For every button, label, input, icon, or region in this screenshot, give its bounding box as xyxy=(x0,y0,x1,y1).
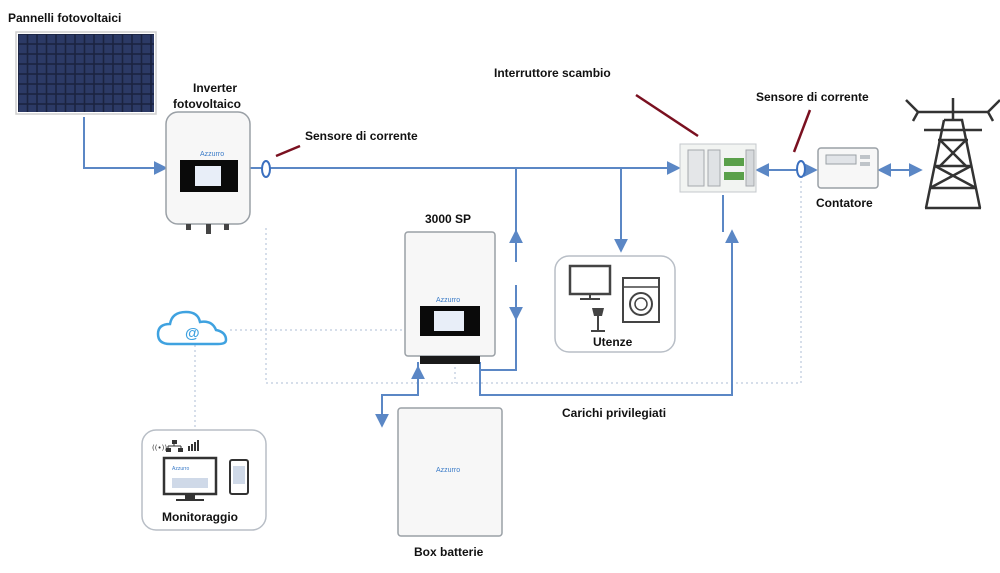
label-contatore: Contatore xyxy=(816,196,873,210)
wire-bus-down-to-sp xyxy=(480,300,517,371)
label-3000sp: 3000 SP xyxy=(425,212,471,226)
label-sensore-left: Sensore di corrente xyxy=(305,129,418,143)
label-pannelli: Pannelli fotovoltaici xyxy=(8,11,121,25)
washing-machine-icon xyxy=(622,277,660,323)
network-icon xyxy=(166,440,183,452)
signal-bars-icon xyxy=(188,440,199,451)
label-box-batterie: Box batterie xyxy=(414,545,484,559)
label-carichi: Carichi privilegiati xyxy=(562,406,666,420)
battery-logo: Azzurro xyxy=(436,467,460,474)
label-utenze: Utenze xyxy=(593,335,633,349)
battery-box: Azzurro Box batterie xyxy=(397,407,503,559)
meter: Contatore xyxy=(816,147,879,210)
wire-privileged xyxy=(479,229,739,396)
inverter-logo: Azzurro xyxy=(200,151,224,158)
sp3000-unit: Azzurro 3000 SP xyxy=(404,212,496,364)
label-inverter-2: fotovoltaico xyxy=(173,97,241,111)
current-sensor-right: Sensore di corrente xyxy=(756,90,869,178)
smartphone-icon xyxy=(229,459,249,495)
label-monitoraggio: Monitoraggio xyxy=(162,510,238,524)
label-interruttore: Interruttore scambio xyxy=(494,66,611,80)
power-pylon-icon xyxy=(905,98,1000,210)
comm-line-inverter xyxy=(265,175,802,384)
indicator-line-switch xyxy=(635,93,699,138)
cloud-at-symbol: @ xyxy=(185,325,200,342)
communication-lines xyxy=(194,175,802,430)
monitoring-group: ((•)) Azzurro Monitoraggio xyxy=(141,429,267,531)
utenze-group: Utenze xyxy=(554,255,676,353)
svg-text:Azzurro: Azzurro xyxy=(172,466,189,472)
cloud-icon: @ xyxy=(156,310,228,346)
indicator-line-right xyxy=(792,109,812,153)
lamp-icon xyxy=(591,308,605,332)
label-sensore-right: Sensore di corrente xyxy=(756,90,869,104)
pv-panels: Pannelli fotovoltaici xyxy=(8,11,157,115)
sp3000-logo: Azzurro xyxy=(436,297,460,304)
wire-panels-to-inverter xyxy=(83,117,168,175)
current-sensor-left: Sensore di corrente xyxy=(261,129,418,178)
indicator-line-left xyxy=(275,144,301,158)
tv-icon xyxy=(568,264,612,296)
wifi-icon: ((•)) xyxy=(152,444,167,452)
label-inverter-1: Inverter xyxy=(193,81,237,95)
pv-inverter: Azzurro Inverter fotovoltaico xyxy=(165,81,251,234)
transfer-switch: Interruttore scambio xyxy=(494,66,757,193)
desktop-monitor-icon: Azzurro xyxy=(162,456,218,501)
